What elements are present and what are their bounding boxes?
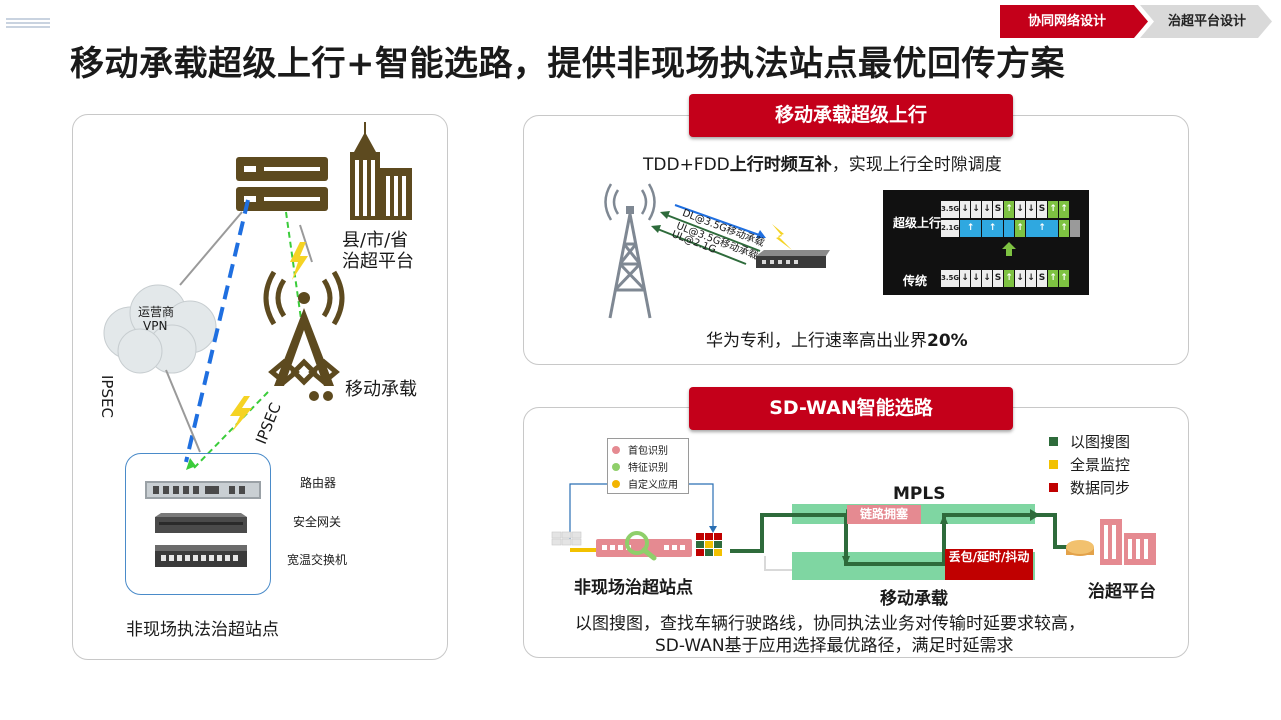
- county-platform-label-2: 治超平台: [342, 251, 414, 272]
- cloud-icon: [103, 284, 217, 374]
- county-platform-label-1: 县/市/省: [342, 230, 409, 251]
- traffic-legend: 以图搜图 全景监控 数据同步: [1049, 430, 1130, 499]
- vpn-label-1: 运营商: [138, 305, 175, 319]
- site-devices-box: [125, 453, 271, 595]
- gateway-icon: [155, 513, 247, 533]
- tower-icon: [263, 270, 345, 401]
- lightning-icon: [230, 396, 252, 432]
- bearer-uplink-line: [285, 211, 303, 327]
- bearer-support-line: [299, 224, 313, 263]
- header-decoration: [6, 18, 50, 30]
- slot-row-super-21: 2.1G ↑ ↑ ↑ ↑ ↑: [941, 220, 1081, 237]
- mobile-path-label: 移动承载: [880, 589, 948, 609]
- patent-line: 华为专利，上行速率高出业界20%: [706, 331, 968, 351]
- platform-label: 治超平台: [1088, 582, 1156, 602]
- router-icon: [145, 481, 261, 499]
- mini-legend-item: 特征识别: [612, 458, 688, 475]
- slot-row-super-35: 3.5G ↓ ↓ ↓ S ↑ ↓ ↓ S ↑ ↑: [941, 201, 1070, 218]
- vpn-label-2: VPN: [143, 319, 168, 333]
- dl-arrow: [674, 204, 763, 237]
- row-label-normal: 传统: [903, 274, 928, 288]
- legend-item: 以图搜图: [1049, 430, 1130, 453]
- upgrade-arrow-icon: [1002, 242, 1016, 256]
- loss-badge: 丢包/延时/抖动: [945, 549, 1033, 580]
- ipsec-green-line: [191, 391, 269, 471]
- mpls-label: MPLS: [893, 484, 946, 504]
- building-icon: [350, 122, 412, 220]
- legend-item: 全景监控: [1049, 453, 1130, 476]
- security-gateway-label: 安全网关: [293, 515, 342, 529]
- site-label: 非现场治超站点: [574, 578, 693, 598]
- cpe-device-icon: [756, 250, 830, 268]
- timeslot-diagram: 超级上行 传统 3.5G ↓ ↓ ↓ S ↑ ↓ ↓ S ↑ ↑ 2.1G ↑ …: [883, 190, 1089, 295]
- mobile-bearer-label: 移动承载: [345, 379, 417, 400]
- desc-line-1: 以图搜图，查找车辆行驶路线，协同执法业务对传输时延要求较高，: [575, 614, 1085, 634]
- site-caption: 非现场执法治超站点: [126, 620, 279, 640]
- site-line: [165, 369, 201, 453]
- switch-icon: [155, 545, 247, 567]
- congestion-badge: 链路拥塞: [847, 505, 921, 524]
- ul-arrow-1: [663, 213, 761, 252]
- lightning-icon: [290, 242, 308, 280]
- ul-arrow-2: [654, 227, 747, 265]
- cell-tower-icon: [604, 183, 656, 319]
- legend-item: 数据同步: [1049, 476, 1130, 499]
- app-identify-legend: 首包识别 特征识别 自定义应用: [607, 438, 689, 494]
- cloud-uplink-line: [179, 211, 243, 286]
- tdd-fdd-line: TDD+FDD上行时频互补，实现上行全时隙调度: [643, 155, 1002, 175]
- mini-legend-item: 自定义应用: [612, 475, 688, 492]
- section-title-sdwan: SD-WAN智能选路: [689, 387, 1013, 430]
- magnifier-icon: [625, 531, 657, 561]
- tab-network-design[interactable]: 协同网络设计: [1000, 5, 1148, 38]
- slot-row-normal-35: 3.5G ↓ ↓ ↓ S ↑ ↓ ↓ S ↑ ↑: [941, 270, 1070, 287]
- server-icon: [236, 157, 328, 211]
- vpn-link-line: [184, 199, 250, 463]
- section-title-super-uplink: 移动承载超级上行: [689, 94, 1013, 137]
- mini-legend-item: 首包识别: [612, 441, 688, 458]
- row-label-super: 超级上行: [893, 216, 942, 230]
- router-label: 路由器: [300, 476, 337, 490]
- desc-line-2: SD-WAN基于应用选择最优路径，满足时延需求: [655, 636, 1014, 656]
- page-title: 移动承载超级上行+智能选路，提供非现场执法站点最优回传方案: [70, 44, 1065, 84]
- platform-building-icon: [1066, 519, 1156, 565]
- top-nav: 协同网络设计 治超平台设计: [1000, 5, 1272, 38]
- switch-label: 宽温交换机: [287, 553, 348, 567]
- tab-platform-design[interactable]: 治超平台设计: [1140, 5, 1272, 38]
